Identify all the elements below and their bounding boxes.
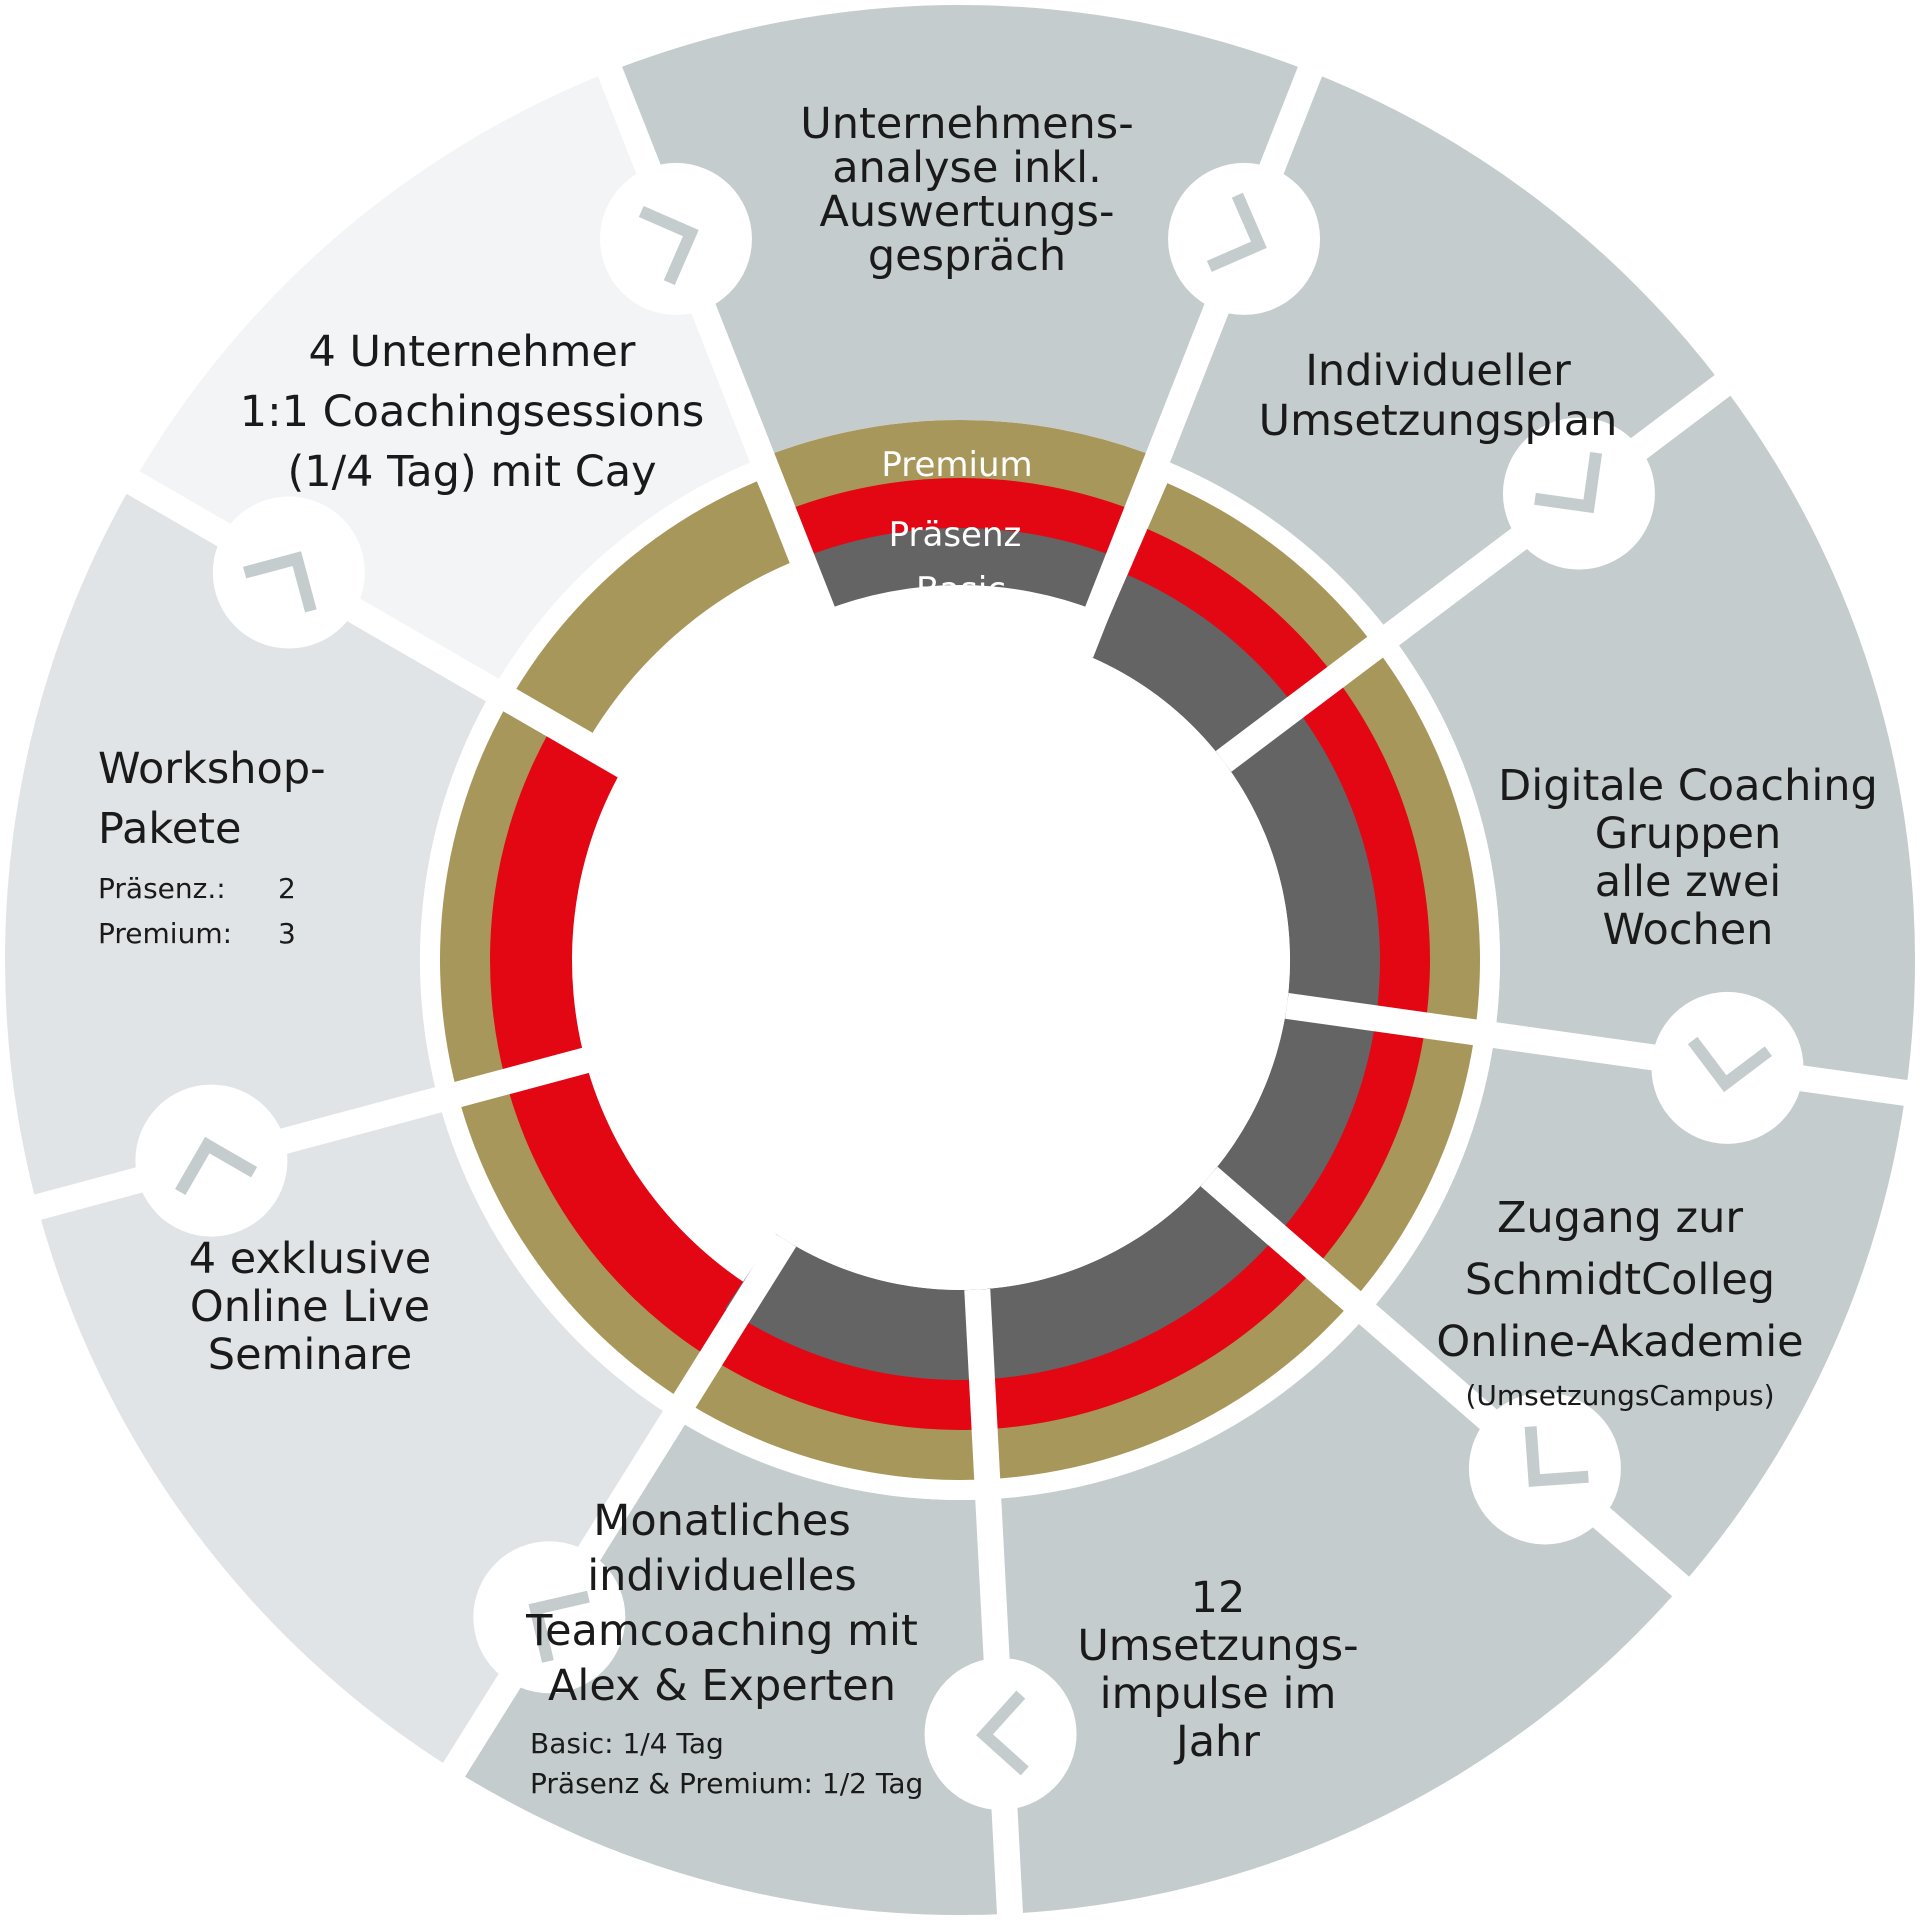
label-line: gespräch xyxy=(868,231,1066,281)
chevron-icon xyxy=(976,1690,1029,1776)
tier-labels: Premium Präsenz Basic xyxy=(881,445,1032,610)
label-line: alle zwei xyxy=(1595,857,1782,907)
separator-6 xyxy=(964,1288,1024,1920)
label-note: Basic: 1/4 Tag xyxy=(530,1727,724,1760)
segment-teamcoaching xyxy=(453,1417,1010,1915)
label-line: 4 exklusive xyxy=(189,1234,432,1284)
step-arrows xyxy=(135,162,1804,1810)
label-line: Digitale Coaching xyxy=(1498,761,1878,811)
step-arrow-6 xyxy=(924,1657,1077,1810)
step-arrow-circle xyxy=(599,162,752,315)
label-line: Online-Akademie xyxy=(1436,1317,1803,1367)
label-line: Monatliches xyxy=(593,1496,851,1546)
segment-online-akademie xyxy=(1367,1035,1906,1587)
segment-workshop-pakete xyxy=(5,482,493,1208)
label-note: (UmsetzungsCampus) xyxy=(1465,1379,1774,1412)
label-line: Teamcoaching mit xyxy=(525,1606,918,1656)
chevron-icon xyxy=(1206,192,1267,272)
label-line: analyse inkl. xyxy=(832,143,1102,193)
chevron-icon xyxy=(528,1590,590,1663)
chevron-icon xyxy=(1524,1426,1589,1487)
chevron-icon xyxy=(638,205,699,286)
label-line: SchmidtColleg xyxy=(1465,1255,1775,1305)
step-arrow-2 xyxy=(1168,162,1321,315)
segment-digitale-coaching-gruppen xyxy=(1391,385,1915,1093)
separator-2 xyxy=(1068,24,1339,658)
label-line: Alex & Experten xyxy=(548,1661,896,1711)
chevron-icon xyxy=(243,551,317,613)
step-arrow-circle xyxy=(212,496,365,649)
step-arrow-8 xyxy=(135,1084,288,1237)
note-row-label: Premium: xyxy=(98,917,232,950)
segment-separators xyxy=(0,24,1920,1920)
tier-label-premium: Premium xyxy=(881,445,1032,485)
label-line: Umsetzungs- xyxy=(1077,1621,1358,1671)
step-arrow-circle xyxy=(924,1657,1077,1810)
step-arrow-3 xyxy=(1502,417,1655,570)
step-arrow-circle xyxy=(1468,1392,1621,1545)
segment-unternehmensanalyse xyxy=(609,4,1311,458)
step-arrow-5 xyxy=(1468,1392,1621,1545)
label-line: Unternehmens- xyxy=(800,99,1133,149)
note-row-label: Präsenz.: xyxy=(98,872,226,905)
step-arrow-circle xyxy=(135,1084,288,1237)
label-line: Seminare xyxy=(208,1330,412,1380)
label-line: Individueller xyxy=(1305,346,1571,396)
separator-1 xyxy=(581,24,852,658)
chevron-icon xyxy=(1534,451,1603,514)
step-arrow-circle xyxy=(1502,417,1655,570)
label-line: impulse im xyxy=(1100,1669,1337,1719)
separator-9 xyxy=(87,448,681,807)
separator-8 xyxy=(0,1032,645,1231)
tier-label-basic: Basic xyxy=(916,570,1006,610)
tab-basic xyxy=(801,528,1119,612)
step-arrow-9 xyxy=(212,496,365,649)
step-arrow-4 xyxy=(1651,991,1804,1144)
note-row-value: 3 xyxy=(278,917,296,950)
label-note: Präsenz & Premium: 1/2 Tag xyxy=(530,1767,923,1800)
step-arrow-circle xyxy=(473,1541,626,1694)
segment-labels: Unternehmens-analyse inkl.Auswertungs-ge… xyxy=(98,99,1878,1800)
label-line: (1/4 Tag) mit Cay xyxy=(287,447,656,497)
label-line: Gruppen xyxy=(1595,809,1782,859)
tier-label-praesenz: Präsenz xyxy=(889,515,1022,555)
step-arrow-circle xyxy=(1651,991,1804,1144)
label-line: Workshop- xyxy=(98,744,326,794)
step-arrow-7 xyxy=(473,1541,626,1694)
separator-7 xyxy=(419,1232,797,1815)
label-line: Wochen xyxy=(1603,905,1774,955)
label-unternehmer-coachingsessions: 4 Unternehmer 1:1 Coachingsessions (1/4 Ta… xyxy=(240,327,705,497)
label-line: 12 xyxy=(1191,1573,1246,1623)
chevron-icon xyxy=(1687,1036,1773,1093)
label-line: individuelles xyxy=(587,1551,857,1601)
center-disc xyxy=(630,630,1290,1290)
label-line: Online Live xyxy=(190,1282,430,1332)
label-line: Jahr xyxy=(1173,1717,1260,1767)
note-row-value: 2 xyxy=(278,872,296,905)
separator-5 xyxy=(1200,1166,1724,1626)
label-line: Umsetzungsplan xyxy=(1259,396,1618,446)
step-arrow-circle xyxy=(1168,162,1321,315)
label-line: Pakete xyxy=(98,804,242,854)
label-line: 1:1 Coachingsessions xyxy=(240,387,705,437)
separator-4 xyxy=(1284,993,1920,1109)
label-line: Auswertungs- xyxy=(820,187,1115,237)
label-line: Zugang zur xyxy=(1497,1193,1743,1243)
label-line: 4 Unternehmer xyxy=(309,327,636,377)
step-arrow-1 xyxy=(599,162,752,315)
chevron-icon xyxy=(175,1136,258,1195)
label-unternehmensanalyse: Unternehmens-analyse inkl.Auswertungs-ge… xyxy=(800,99,1133,281)
separator-3 xyxy=(1215,347,1767,772)
